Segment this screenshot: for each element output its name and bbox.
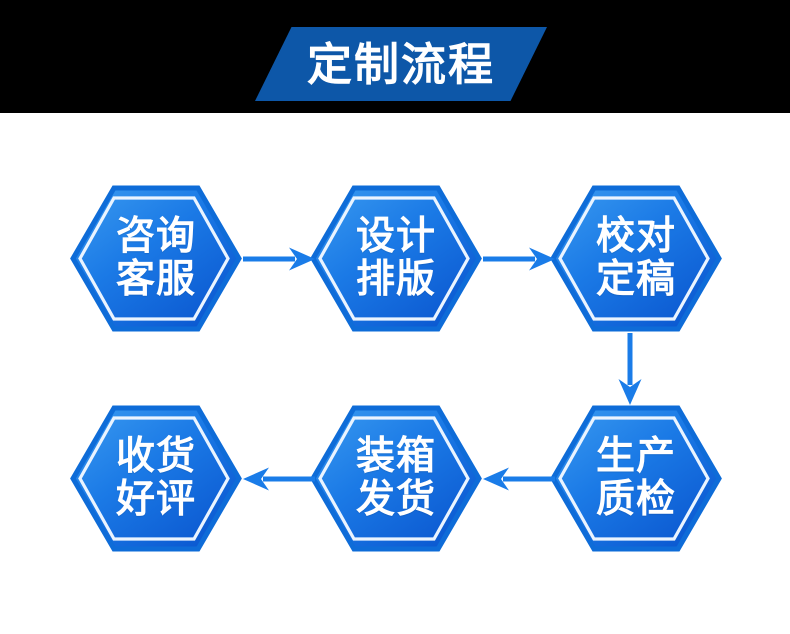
flow-step-6-label: 收货 好评 [70, 405, 242, 552]
arrow-right-icon-1 [243, 244, 315, 274]
flow-step-3-line1: 校对 [595, 214, 676, 260]
flow-step-4-hexagon[interactable]: 生产 质检 [550, 405, 722, 552]
hexagon-shape-1 [70, 185, 242, 332]
flow-step-5-label: 装箱 发货 [310, 405, 482, 552]
flow-step-3-label: 校对 定稿 [550, 185, 722, 332]
flow-step-5-hexagon[interactable]: 装箱 发货 [310, 405, 482, 552]
flow-step-6-hexagon[interactable]: 收货 好评 [70, 405, 242, 552]
flow-step-6-line1: 收货 [115, 434, 196, 480]
flow-step-4-line2: 质检 [595, 476, 676, 522]
flow-step-6-line2: 好评 [115, 476, 196, 522]
flow-step-2-line2: 排版 [355, 256, 436, 302]
flow-step-1-line1: 咨询 [115, 214, 196, 260]
arrow-right-icon-2 [483, 244, 555, 274]
flow-step-1-label: 咨询 客服 [70, 185, 242, 332]
title-banner: 定制流程 [255, 27, 547, 101]
page-title: 定制流程 [306, 37, 495, 91]
flow-step-1-line2: 客服 [115, 256, 196, 302]
arrow-left-icon-1 [483, 464, 555, 494]
flow-step-2-label: 设计 排版 [310, 185, 482, 332]
flow-step-3-line2: 定稿 [595, 256, 676, 302]
flow-step-1-hexagon[interactable]: 咨询 客服 [70, 185, 242, 332]
hexagon-shape-2 [310, 185, 482, 332]
hexagon-shape-6 [70, 405, 242, 552]
flow-step-3-hexagon[interactable]: 校对 定稿 [550, 185, 722, 332]
flow-step-4-line1: 生产 [595, 434, 676, 480]
flow-step-2-hexagon[interactable]: 设计 排版 [310, 185, 482, 332]
arrow-down-icon [615, 333, 645, 405]
arrow-left-icon-2 [243, 464, 315, 494]
flow-step-5-line2: 发货 [355, 476, 436, 522]
flow-step-2-line1: 设计 [355, 214, 436, 260]
flow-step-5-line1: 装箱 [355, 434, 436, 480]
flow-step-4-label: 生产 质检 [550, 405, 722, 552]
